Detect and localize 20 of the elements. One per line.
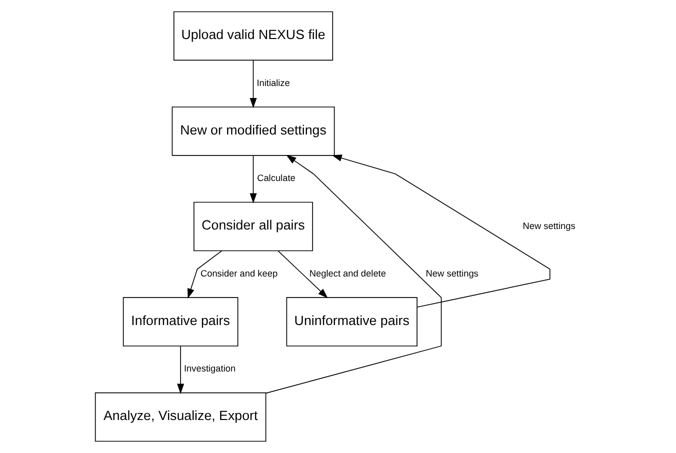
arrow bbox=[187, 250, 222, 299]
edge-label: Initialize bbox=[256, 78, 290, 88]
arrow bbox=[249, 60, 256, 108]
arrow bbox=[331, 154, 550, 308]
node-box: Uninformative pairs bbox=[286, 297, 417, 346]
edge-label: Investigation bbox=[183, 364, 236, 374]
edge-label: New settings bbox=[522, 220, 575, 231]
edge-label: New settings bbox=[425, 268, 478, 278]
edge-label: Calculate bbox=[256, 173, 295, 184]
node-box: New or modified settings bbox=[171, 106, 334, 156]
node-box: Informative pairs bbox=[122, 297, 238, 346]
edge-label: Consider and keep bbox=[200, 268, 278, 278]
arrow bbox=[277, 250, 328, 298]
edge-label: Neglect and delete bbox=[308, 268, 386, 278]
node-box: Analyze, Visualize, Export bbox=[94, 392, 266, 442]
node-box: Upload valid NEXUS file bbox=[172, 11, 333, 61]
arrow bbox=[176, 346, 184, 394]
node-box: Consider all pairs bbox=[193, 202, 313, 252]
arrow bbox=[265, 154, 442, 394]
arrow bbox=[249, 155, 256, 204]
